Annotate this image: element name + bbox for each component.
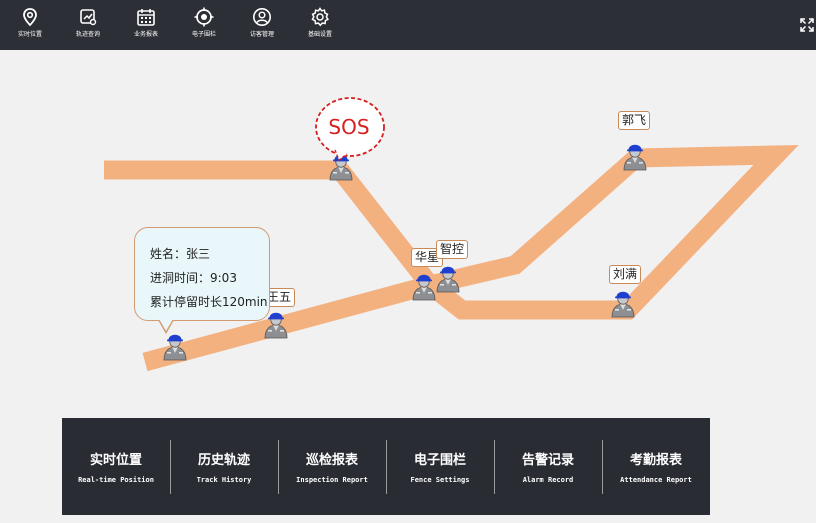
- nav-label: 轨迹查询: [75, 31, 100, 38]
- menu-tile-attendance-report[interactable]: 考勤报表 Attendance Report: [602, 418, 710, 515]
- gear-icon: [311, 7, 329, 27]
- fence-target-icon: [194, 7, 214, 27]
- menu-tile-subtitle: Real-time Position: [78, 476, 154, 484]
- nav-label: 电子围栏: [191, 31, 216, 38]
- menu-tile-fence-settings[interactable]: 电子围栏 Fence Settings: [386, 418, 494, 515]
- worker-name-line: 姓名：张三: [150, 247, 211, 261]
- worker-name-tag: 王五: [263, 288, 296, 307]
- entry-time-line: 进洞时间：9:03: [150, 271, 237, 285]
- nav-item-electronic-fence[interactable]: 电子围栏: [176, 0, 232, 50]
- menu-tile-subtitle: Track History: [196, 476, 252, 484]
- menu-tile-title: 电子围栏: [413, 453, 466, 468]
- menu-tile-subtitle: Inspection Report: [296, 476, 368, 484]
- tunnel-track: [104, 145, 799, 372]
- menu-tile-title: 告警记录: [521, 453, 574, 468]
- menu-divider: [170, 440, 171, 494]
- menu-divider: [602, 440, 603, 494]
- nav-label: 基础设置: [307, 31, 332, 38]
- top-nav-bar: 实时位置 轨迹查询 业务报表 电子围栏 访客管理 基础设置: [0, 0, 816, 50]
- menu-tile-subtitle: Fence Settings: [410, 476, 470, 484]
- menu-tile-title: 考勤报表: [629, 453, 682, 468]
- menu-tile-subtitle: Alarm Record: [522, 476, 574, 484]
- menu-tile-subtitle: Attendance Report: [620, 476, 692, 484]
- nav-item-visitor-management[interactable]: 访客管理: [234, 0, 290, 50]
- nav-item-realtime-position[interactable]: 实时位置: [2, 0, 58, 50]
- worker-name-tag: 郭飞: [618, 111, 651, 130]
- popup-pointer-fill: [159, 319, 173, 331]
- menu-tile-alarm-record[interactable]: 告警记录 Alarm Record: [494, 418, 602, 515]
- menu-tile-title: 实时位置: [89, 453, 142, 468]
- worker-name-tag: 华星: [411, 248, 444, 267]
- menu-divider: [494, 440, 495, 494]
- menu-tile-realtime-position[interactable]: 实时位置 Real-time Position: [62, 418, 170, 515]
- visitor-user-icon: [253, 8, 271, 26]
- nav-item-track-query[interactable]: 轨迹查询: [60, 0, 116, 50]
- fullscreen-icon[interactable]: [800, 18, 814, 32]
- menu-tile-track-history[interactable]: 历史轨迹 Track History: [170, 418, 278, 515]
- nav-label: 实时位置: [17, 31, 42, 38]
- calendar-report-icon: [137, 9, 155, 26]
- nav-item-business-report[interactable]: 业务报表: [118, 0, 174, 50]
- menu-divider: [278, 440, 279, 494]
- bottom-function-menu: 实时位置 Real-time Position 历史轨迹 Track Histo…: [62, 418, 710, 515]
- nav-item-basic-settings[interactable]: 基础设置: [292, 0, 348, 50]
- nav-label: 访客管理: [249, 31, 274, 38]
- menu-tile-title: 历史轨迹: [197, 453, 250, 468]
- worker-name-tag: 智控: [436, 240, 469, 259]
- nav-label: 业务报表: [133, 31, 158, 38]
- menu-tile-inspection-report[interactable]: 巡检报表 Inspection Report: [278, 418, 386, 515]
- track-query-icon: [80, 9, 97, 26]
- sos-alert-bubble[interactable]: [315, 97, 385, 162]
- location-pin-icon: [23, 8, 37, 27]
- stay-duration-line: 累计停留时长120min: [150, 295, 268, 309]
- worker-info-popup: 姓名：张三 进洞时间：9:03 累计停留时长120min: [134, 227, 270, 321]
- menu-divider: [386, 440, 387, 494]
- sos-label: SOS: [328, 115, 370, 139]
- menu-tile-title: 巡检报表: [305, 453, 358, 468]
- tunnel-map: [104, 97, 799, 372]
- worker-name-tag: 刘满: [609, 265, 642, 284]
